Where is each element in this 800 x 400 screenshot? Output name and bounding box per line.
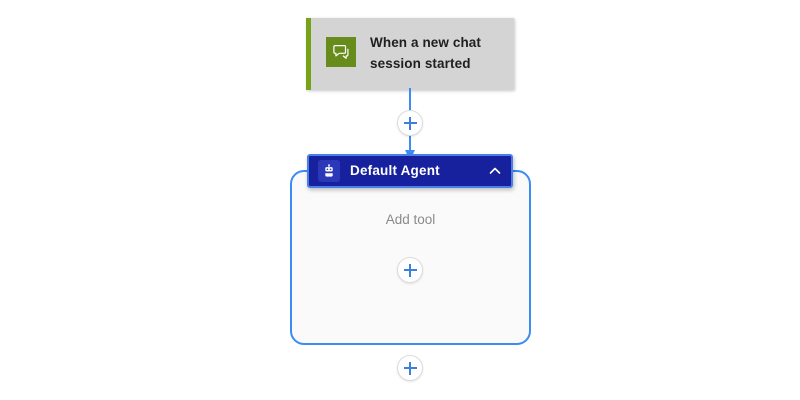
add-tool-label: Add tool bbox=[385, 212, 436, 227]
plus-icon-vertical bbox=[409, 361, 411, 375]
add-step-button-connector[interactable] bbox=[397, 110, 423, 136]
trigger-node-chat-session[interactable]: When a new chat session started bbox=[306, 18, 514, 90]
robot-agent-icon bbox=[318, 160, 340, 182]
plus-icon-vertical bbox=[409, 263, 411, 277]
trigger-node-label: When a new chat session started bbox=[370, 35, 482, 71]
chevron-up-icon[interactable] bbox=[487, 163, 503, 179]
trigger-accent-bar bbox=[306, 18, 311, 90]
plus-icon-vertical bbox=[409, 116, 411, 130]
agent-node-header[interactable]: Default Agent bbox=[307, 154, 513, 188]
add-tool-button[interactable] bbox=[397, 257, 423, 283]
chat-bubble-icon bbox=[326, 37, 356, 67]
agent-node-title: Default Agent bbox=[350, 163, 440, 178]
add-step-button-bottom[interactable] bbox=[397, 355, 423, 381]
